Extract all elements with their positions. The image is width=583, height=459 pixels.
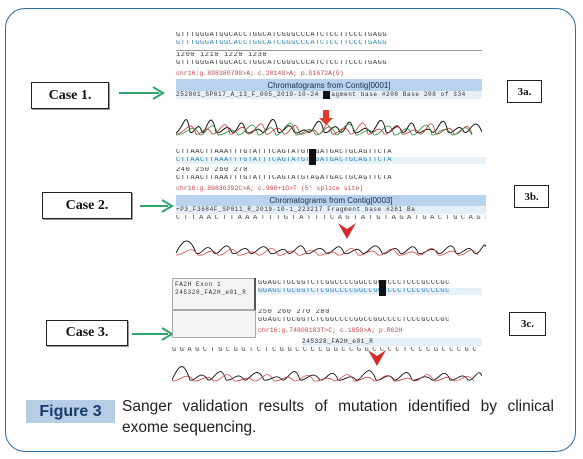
- chromatogram-subheader: 245328_FA2H_e01_R: [302, 338, 482, 346]
- sequence-line-2: GTTTGGGATGGCACCTGGCATCGGGCCCATCTCCTTCCCT…: [176, 60, 388, 67]
- sequence-line-variant: GGAGCTGCGGTCTCGGCCCCGGCCGGCCCCTCCCGCCCGC: [258, 288, 482, 295]
- variant-annotation: chr16:g.74808183T>C; c.185G>A; p.R62H: [258, 327, 403, 334]
- panel-tag-3c: 3c.: [509, 312, 546, 336]
- sequence-line-variant: CTTAACTTAAATTTGTATTTCAGTATGTAGATGACTGCAG…: [176, 157, 486, 164]
- panel-tag-3a: 3a.: [507, 80, 542, 103]
- sequence-line: GGAGCTGCGGTCTCGGCCCCGGCCGGCCCCTCCCGCCCGC: [258, 280, 451, 287]
- sequence-line-2: CTTAACTTAAATTTGTATTTCAGTATGTAGATGACTGCAG…: [176, 175, 393, 182]
- sequence-line-variant: GTTTGGGATGGCACCTGGCATCGGGCCCATCTCCTTCCCT…: [176, 40, 388, 47]
- mutation-arrow-icon: [368, 350, 386, 366]
- panel-tag-3b: 3b.: [514, 185, 549, 208]
- mutation-arrow-icon: [319, 110, 333, 125]
- figure-caption: Sanger validation results of mutation id…: [122, 398, 554, 436]
- chromatogram-header: Chromatograms from Contig[0003]: [176, 195, 486, 206]
- mutation-arrow-icon: [338, 223, 356, 239]
- base-calls: CTTAACTTAAATTTGTATTTCAGTATGTAGATGACTGCAG…: [176, 215, 486, 222]
- case-1-label: Case 1.: [31, 82, 109, 109]
- chromatogram-panel-3: FA2H Exon 1 245328_FA2H_e01_R GGAGCTGCGG…: [172, 278, 482, 384]
- base-calls: GGAGCTGCGGTCTCGGCCCCGGCCGGCCCCTCCCGCCCGC: [172, 347, 481, 354]
- chromatogram-subheader: +P3_F3684F_SP011_R_2019-10-1_223217 Frag…: [176, 206, 486, 214]
- chromatogram-trace: [176, 119, 482, 136]
- exon-label: FA2H Exon 1: [175, 281, 222, 288]
- chromatogram-trace: [176, 240, 486, 256]
- chromatogram-header: Chromatograms from Contig[0001]: [176, 79, 482, 91]
- arrow-right-icon: [132, 327, 174, 341]
- chromatogram-panel-2: CTTAACTTAAATTTGTATTTCAGTATGTAGATGACTGCAG…: [176, 147, 486, 259]
- ruler: 250 260 270 280: [258, 309, 331, 316]
- sequence-line: CTTAACTTAAATTTGTATTTCAGTATGTAGATGACTGCAG…: [176, 149, 393, 156]
- ruler: 240 250 260 270: [176, 167, 249, 174]
- arrow-right-icon: [140, 199, 174, 213]
- figure-label: Figure 3: [26, 400, 115, 423]
- sequence-line-2: GGAGCTGCGGTCTCGGCCCCGGCCGGCCCCTCCCGCCCGC: [258, 317, 451, 324]
- arrow-right-icon: [119, 86, 165, 100]
- variant-annotation: chr16:g.89838079G>A; c.2014G>A; p.G1672A…: [176, 70, 344, 77]
- case-2-label: Case 2.: [42, 192, 132, 219]
- chromatogram-panel-1: GTTTGGGATGGCACCTGGCATCGGGCCCATCTCCTTCCCT…: [176, 30, 482, 138]
- chromatogram-trace: [172, 366, 482, 382]
- sequence-line: GTTTGGGATGGCACCTGGCATCGGGCCCATCTCCTTCCCT…: [176, 32, 388, 39]
- variant-annotation: chr16:g.89836392C>A; c.960+1G>T (5' spli…: [176, 185, 364, 192]
- case-3-label: Case 3.: [46, 320, 128, 346]
- sample-label: 245328_FA2H_e01_R: [175, 289, 247, 296]
- ruler: 1200 1210 1220 1230: [176, 52, 268, 59]
